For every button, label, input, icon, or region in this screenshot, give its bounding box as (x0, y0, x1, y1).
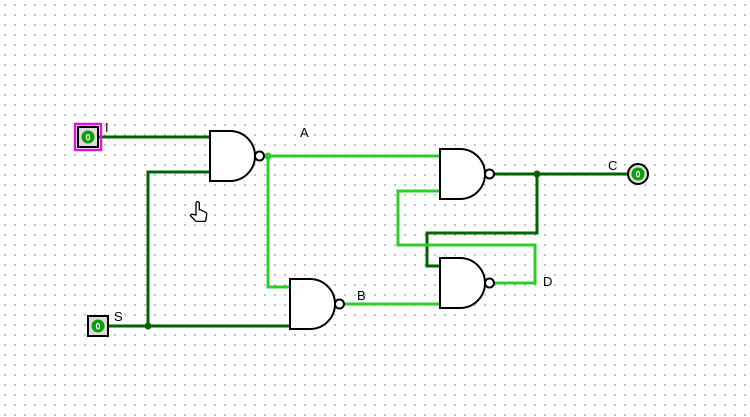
input-pin-s[interactable]: 0 (87, 315, 109, 337)
hand-pointer-cursor-icon (189, 200, 208, 223)
hand-pointer-path (189, 200, 208, 223)
wire-s-branch-to-nand1[interactable] (146, 170, 210, 326)
label-a: A (300, 125, 309, 140)
pin-value-text: 0 (85, 133, 90, 143)
wire-c-feedback-to-nand4[interactable] (425, 174, 539, 268)
label-c: C (608, 158, 617, 173)
nand-gate-body[interactable] (439, 148, 486, 200)
nand-inverter-bubble-icon (484, 168, 495, 180)
nand-gate-body[interactable] (209, 130, 256, 182)
nand-gate-top-right[interactable] (439, 148, 495, 200)
wire-a-branch-to-nand2[interactable] (266, 156, 290, 289)
pin-value-text: 0 (635, 170, 640, 180)
nand-gate-body[interactable] (289, 278, 336, 330)
nand-gate-bottom-right[interactable] (439, 257, 495, 309)
label-b: B (357, 288, 366, 303)
nand-gate-bottom-middle[interactable] (289, 278, 345, 330)
pin-value-circle-icon (631, 167, 645, 181)
wire-junction-dot (533, 170, 541, 178)
nand-gate-body[interactable] (439, 257, 486, 309)
pin-value-circle-icon (91, 319, 105, 333)
nand-inverter-bubble-icon (334, 298, 345, 310)
selection-outline (73, 122, 103, 152)
label-i: I (105, 120, 109, 135)
wire-junction-dot (264, 152, 272, 160)
wire-d-feedback-to-nand3[interactable] (396, 189, 537, 285)
output-pin-c[interactable]: 0 (627, 163, 649, 185)
nand-inverter-bubble-icon (484, 277, 495, 289)
nand-gate-top-left[interactable] (209, 130, 265, 182)
nand-inverter-bubble-icon (254, 150, 265, 162)
pin-value-text: 0 (95, 322, 100, 332)
pin-value-circle-icon (81, 130, 95, 144)
input-pin-i[interactable]: 0 (73, 122, 103, 152)
label-d: D (543, 274, 552, 289)
label-s: S (114, 309, 123, 324)
wire-junction-dot (144, 322, 152, 330)
